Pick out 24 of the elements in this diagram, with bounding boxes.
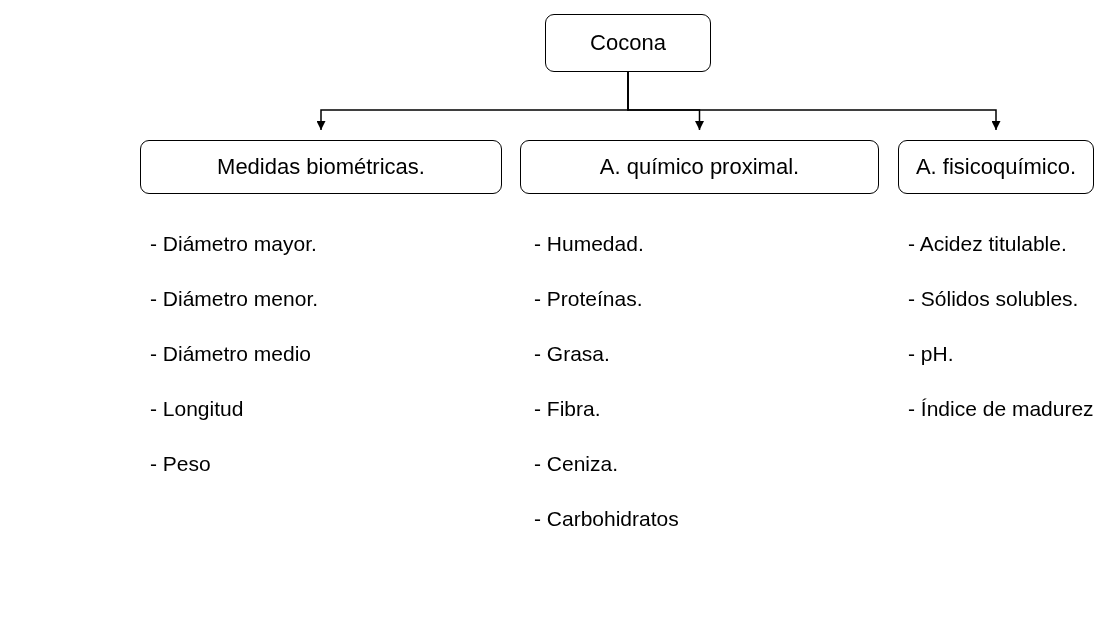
category-box: [898, 140, 1094, 194]
box-label: A. químico proximal.: [599, 154, 800, 180]
category-box: [140, 140, 502, 194]
list-item: - Diámetro menor.: [150, 287, 319, 311]
list-item: - Longitud: [150, 397, 244, 421]
list-item: - Índice de madurez: [908, 397, 1094, 421]
list-item: - Humedad.: [534, 232, 644, 256]
box-label: Medidas biométricas.: [217, 154, 425, 180]
root-box: [545, 14, 711, 72]
list-item: - Ceniza.: [534, 452, 619, 476]
list-item: - Acidez titulable.: [908, 232, 1067, 256]
box-label: Cocona: [590, 30, 666, 56]
list-item: - Grasa.: [534, 342, 610, 366]
list-item: - Diámetro mayor.: [150, 232, 317, 256]
list-item: - Carbohidratos: [534, 507, 679, 531]
box-label: A. fisicoquímico.: [915, 154, 1077, 180]
list-item: - pH.: [908, 342, 954, 366]
category-box: [520, 140, 879, 194]
list-item: - Fibra.: [534, 397, 601, 421]
list-item: - Sólidos solubles.: [908, 287, 1079, 311]
arrow: [627, 71, 1001, 131]
list-item: - Proteínas.: [534, 287, 643, 311]
list-item: - Diámetro medio: [150, 342, 312, 366]
list-item: - Peso: [150, 452, 211, 476]
